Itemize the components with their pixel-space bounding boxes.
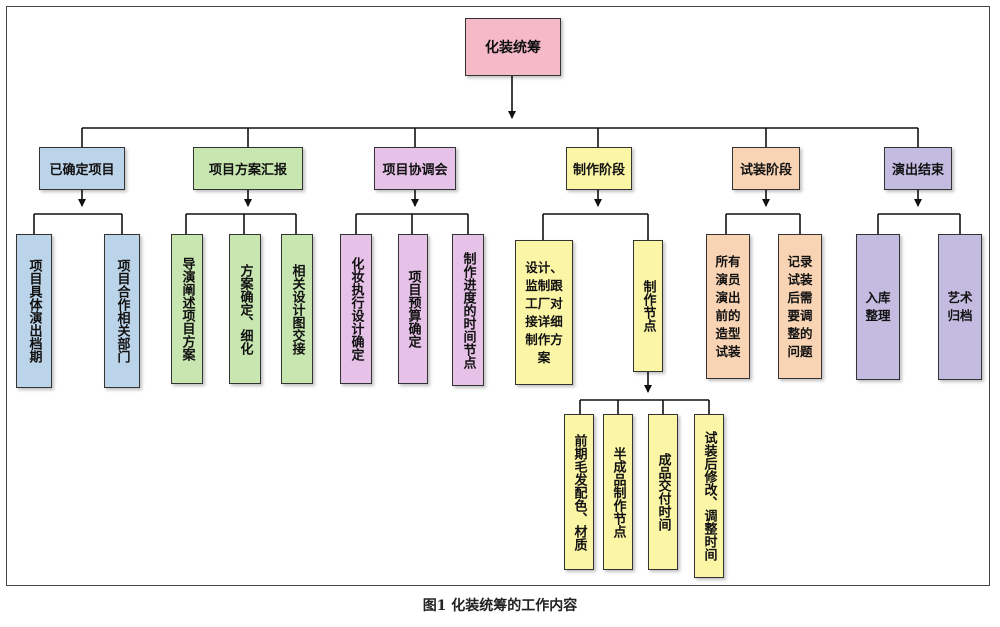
node-plan-refine-label: 方案确定、细化 — [237, 263, 253, 355]
node-post-fitting-adjust-label: 试装后修改、调整时间 — [701, 431, 717, 561]
node-costume-fitting-label: 所有演员演出前的造型试装 — [715, 253, 741, 359]
node-production-stage: 制作阶段 — [566, 147, 632, 190]
node-schedule: 项目具体演出档期 — [16, 234, 52, 388]
node-storage-label: 入库整理 — [865, 290, 891, 323]
node-record-issues: 记录试装后需要调整的问题 — [778, 234, 822, 379]
node-delivery-time: 成品交付时间 — [648, 414, 678, 570]
node-partner-departments: 项目合作相关部门 — [104, 234, 140, 388]
node-performance-end: 演出结束 — [884, 147, 952, 190]
node-hair-color-material-label: 前期毛发配色、材质 — [571, 433, 587, 551]
node-factory-plan: 设计、监制跟工厂对接详细制作方案 — [515, 240, 573, 385]
node-progress-milestones-label: 制作进度的时间节点 — [460, 251, 476, 369]
node-record-issues-label: 记录试装后需要调整的问题 — [787, 253, 813, 359]
node-progress-milestones: 制作进度的时间节点 — [452, 234, 484, 386]
node-fitting-stage: 试装阶段 — [732, 147, 800, 190]
diagram-frame — [6, 6, 990, 586]
node-post-fitting-adjust: 试装后修改、调整时间 — [694, 414, 724, 578]
node-budget: 项目预算确定 — [398, 234, 428, 384]
node-storage: 入库整理 — [856, 234, 900, 380]
node-budget-label: 项目预算确定 — [405, 270, 421, 348]
node-hair-color-material: 前期毛发配色、材质 — [564, 414, 594, 570]
node-semi-finished-label: 半成品制作节点 — [610, 446, 626, 538]
node-archive: 艺术归档 — [938, 234, 982, 380]
node-schedule-label: 项目具体演出档期 — [26, 259, 42, 363]
node-partner-departments-label: 项目合作相关部门 — [114, 259, 130, 363]
node-makeup-design: 化妆执行设计确定 — [340, 234, 372, 384]
root-node: 化装统筹 — [465, 18, 561, 76]
node-makeup-design-label: 化妆执行设计确定 — [348, 257, 364, 361]
node-semi-finished: 半成品制作节点 — [603, 414, 633, 570]
node-design-handover-label: 相关设计图交接 — [289, 263, 305, 355]
node-production-milestones: 制作节点 — [633, 240, 663, 372]
node-coordination-meeting: 项目协调会 — [374, 147, 456, 190]
node-design-handover: 相关设计图交接 — [281, 234, 313, 384]
node-costume-fitting: 所有演员演出前的造型试装 — [706, 234, 750, 379]
node-director-plan-label: 导演阐述项目方案 — [179, 257, 195, 361]
figure-caption: 图1 化装统筹的工作内容 — [422, 598, 578, 614]
node-factory-plan-label: 设计、监制跟工厂对接详细制作方案 — [525, 259, 563, 365]
node-plan-report: 项目方案汇报 — [193, 147, 303, 190]
node-delivery-time-label: 成品交付时间 — [655, 453, 671, 531]
node-plan-refine: 方案确定、细化 — [229, 234, 261, 384]
node-director-plan: 导演阐述项目方案 — [171, 234, 203, 384]
node-confirmed-project: 已确定项目 — [39, 147, 125, 190]
node-archive-label: 艺术归档 — [947, 290, 973, 323]
node-production-milestones-label: 制作节点 — [640, 280, 656, 332]
